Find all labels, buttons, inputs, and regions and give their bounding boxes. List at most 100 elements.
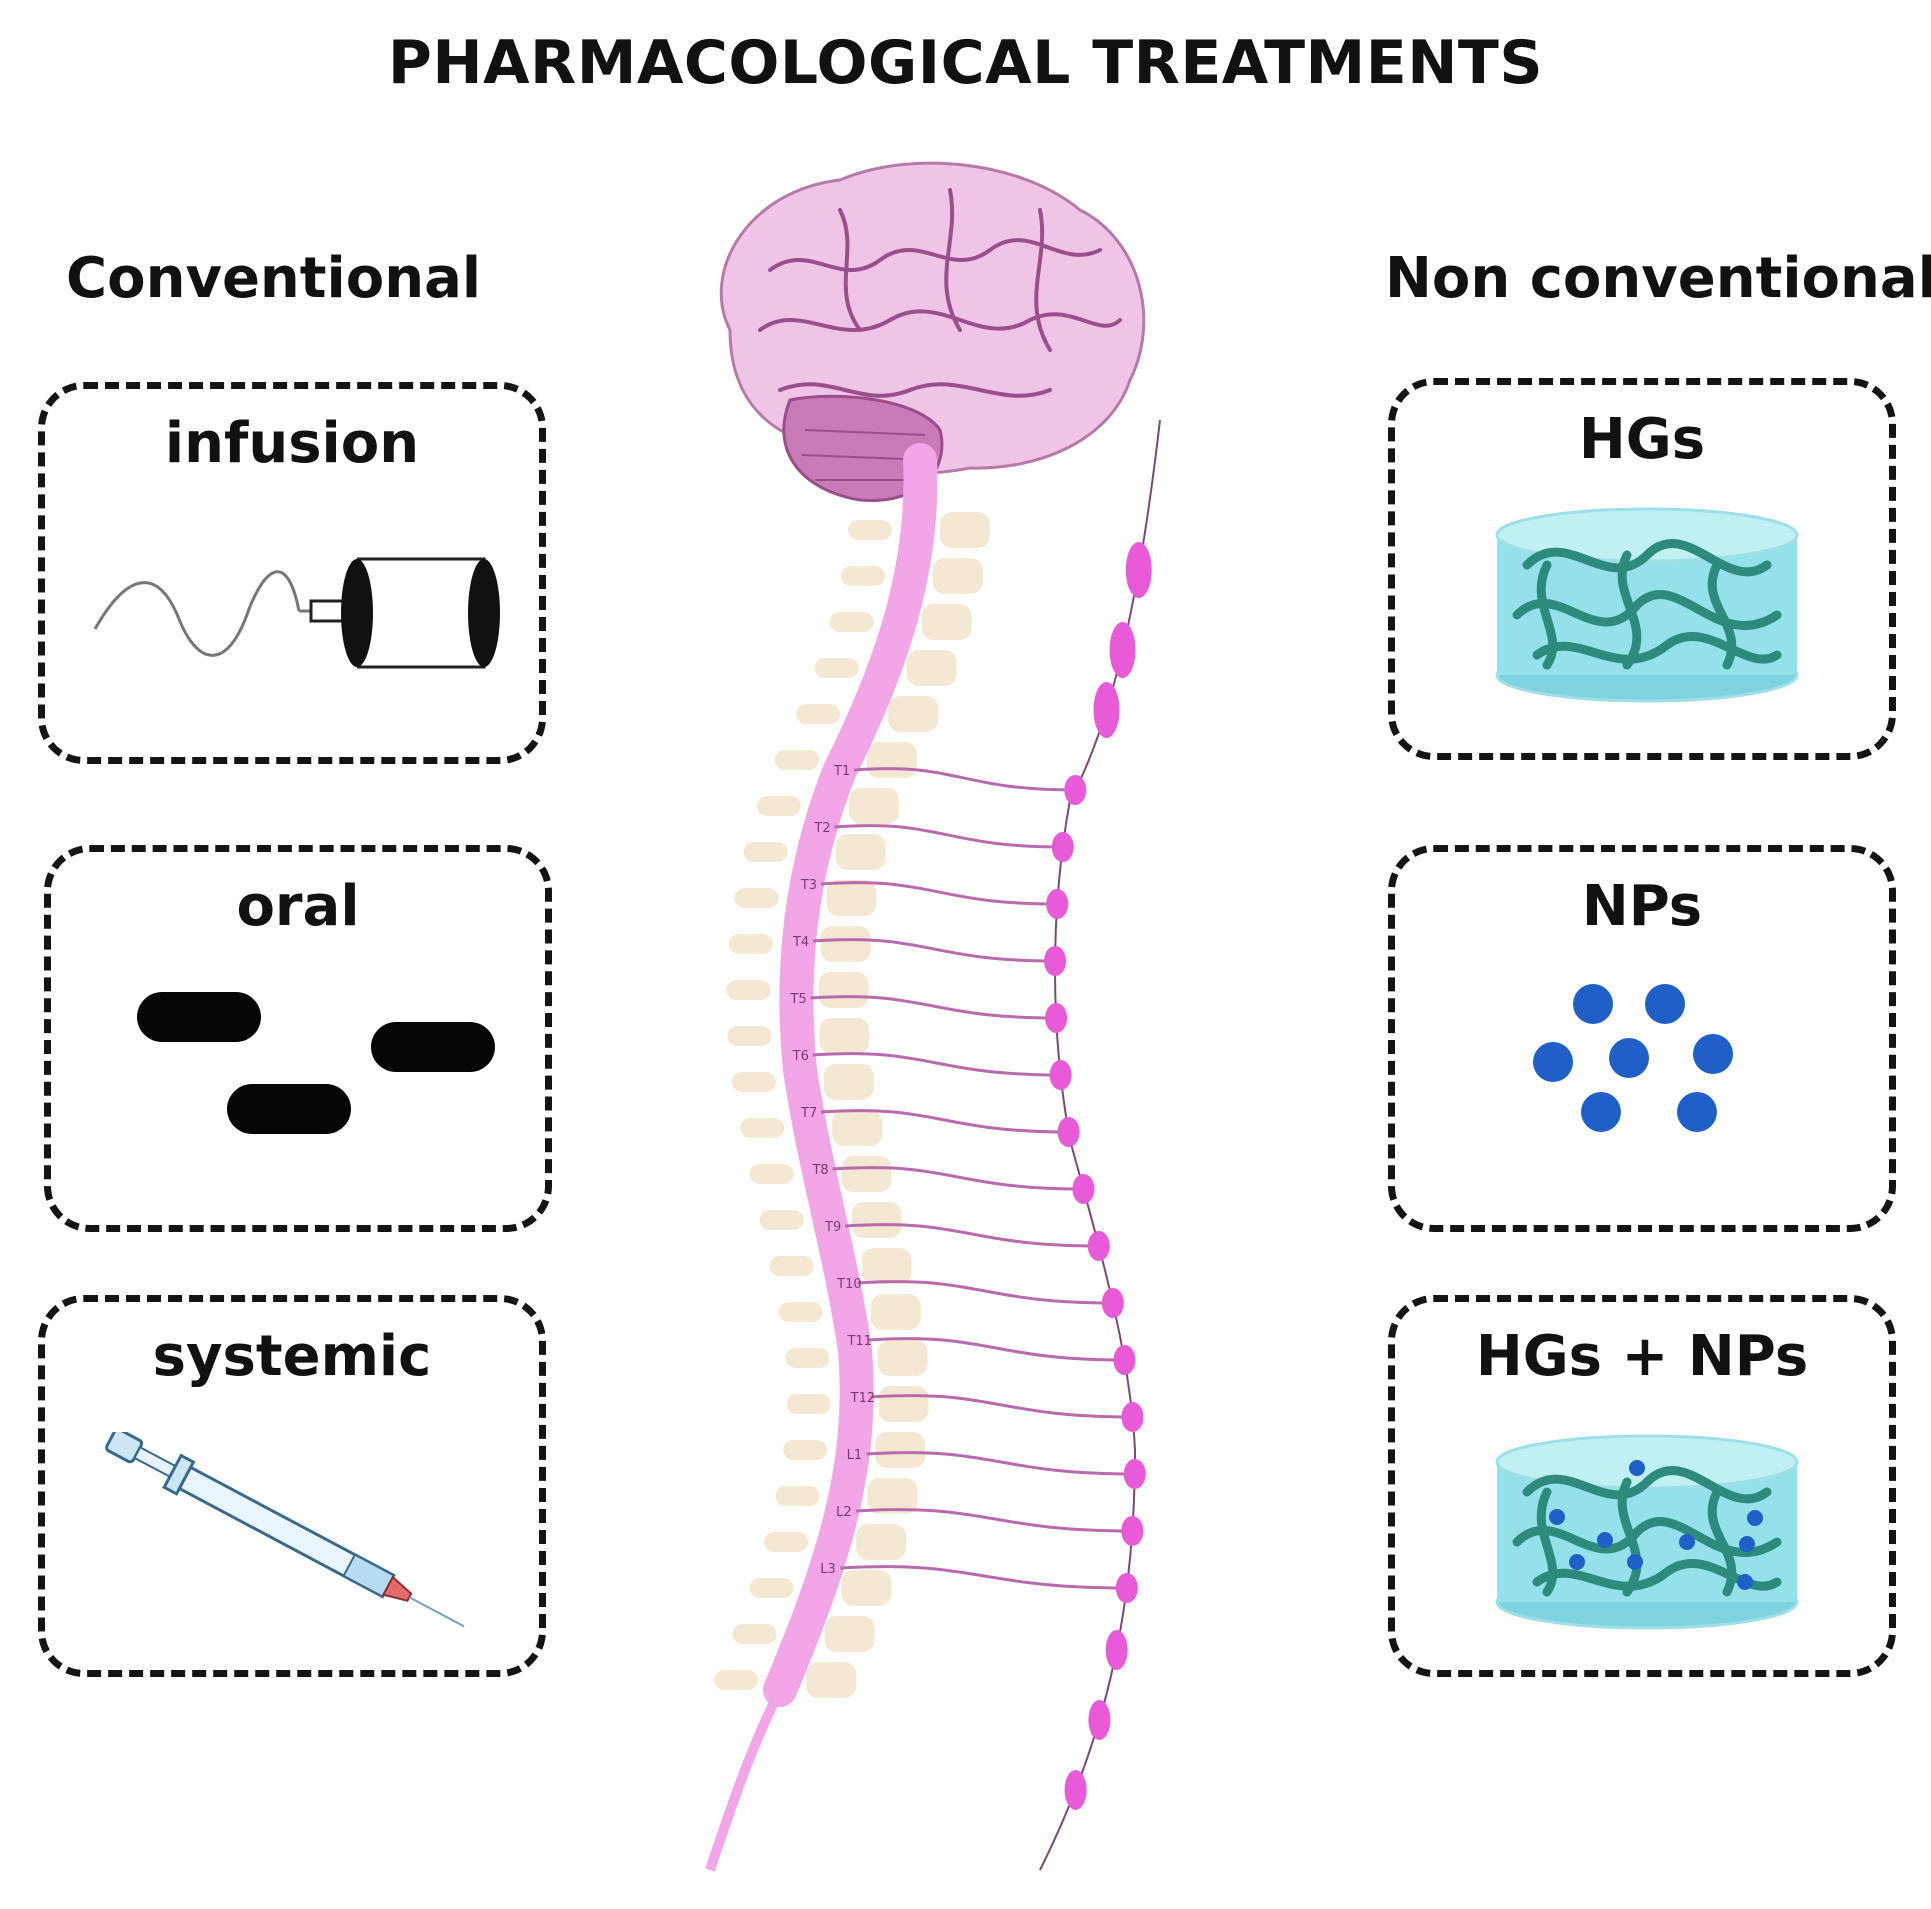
vertebral-level-label: L2 <box>836 1505 852 1520</box>
vertebral-level-label: T5 <box>789 992 806 1007</box>
sympathetic-ganglion <box>1045 1003 1068 1033</box>
brain <box>719 161 1146 502</box>
sympathetic-ganglion <box>1121 1402 1144 1432</box>
spinous-process <box>749 1164 794 1184</box>
vertebral-level-label: T7 <box>800 1106 817 1121</box>
syringe-icon <box>105 1432 465 1628</box>
conventional-heading: Conventional <box>66 246 482 311</box>
sympathetic-ganglion <box>1113 1345 1136 1375</box>
spinous-process <box>743 842 788 862</box>
sympathetic-ganglion <box>1087 1231 1110 1261</box>
spinous-process <box>732 1624 777 1644</box>
infusion-pump-icon <box>93 557 500 669</box>
spinal-nerve <box>812 938 1056 963</box>
vertebral-level-label: T8 <box>811 1163 828 1178</box>
cervical-ganglion <box>1125 542 1152 598</box>
sympathetic-ganglion <box>1101 1288 1124 1318</box>
spinous-process <box>759 1210 804 1230</box>
spinal-nerve <box>820 881 1058 906</box>
vertebral-level-label: T10 <box>836 1277 861 1292</box>
spinous-process <box>840 566 885 586</box>
vertebra <box>906 650 957 686</box>
vertebral-level-label: T12 <box>850 1391 875 1406</box>
vertebra <box>875 1432 926 1468</box>
vertebral-level-label: T6 <box>792 1049 809 1064</box>
hydrogel-nanoparticles-box: HGs + NPs <box>1388 1295 1896 1677</box>
sympathetic-ganglion <box>1046 889 1069 919</box>
vertebra <box>932 558 983 594</box>
vertebra <box>939 512 990 548</box>
spinal-nerve <box>856 1508 1133 1533</box>
sacral-ganglion <box>1105 1630 1128 1670</box>
vertebra <box>819 1018 870 1054</box>
vertebral-level-label: T4 <box>792 935 809 950</box>
non-conventional-heading: Non conventional <box>1385 246 1931 311</box>
vertebra <box>870 1294 921 1330</box>
sympathetic-ganglion <box>1123 1459 1146 1489</box>
spinal-nerve <box>866 1451 1135 1476</box>
spinous-process <box>731 1072 776 1092</box>
hydrogel-nanoparticles-label: HGs + NPs <box>1475 1324 1809 1389</box>
spinous-process <box>786 1394 831 1414</box>
cervical-ganglion <box>1109 622 1136 678</box>
vertebral-level-label: T9 <box>824 1220 841 1235</box>
vertebra <box>878 1386 929 1422</box>
spinous-process <box>714 1670 759 1690</box>
spinal-cord <box>763 443 938 1707</box>
spinous-process <box>749 1578 794 1598</box>
vertebra <box>848 788 899 824</box>
spinal-nerve <box>867 1337 1125 1362</box>
vertebra <box>820 926 871 962</box>
oral-label: oral <box>236 874 360 939</box>
vertebra <box>835 834 886 870</box>
spinal-nerve <box>870 1394 1133 1419</box>
nanoparticles-label: NPs <box>1581 874 1703 939</box>
spinous-process <box>756 796 801 816</box>
vertebra <box>877 1340 928 1376</box>
sacral-ganglion <box>1088 1700 1111 1740</box>
vertebral-level-label: T11 <box>846 1334 871 1349</box>
vertebra <box>867 1478 918 1514</box>
cauda-equina <box>705 1687 785 1872</box>
nanoparticles-box: NPs <box>1388 845 1896 1232</box>
vertebra <box>841 1156 892 1192</box>
spinal-nerve <box>832 1166 1084 1191</box>
sympathetic-chain <box>1039 419 1161 1871</box>
spinous-process <box>814 658 859 678</box>
hydrogel-label: HGs <box>1578 407 1706 472</box>
sympathetic-ganglia <box>1044 542 1152 1810</box>
spinous-process <box>796 704 841 724</box>
vertebra <box>861 1248 912 1284</box>
infusion-label: infusion <box>164 411 420 476</box>
vertebra <box>921 604 972 640</box>
vertebral-level-label: L1 <box>847 1448 863 1463</box>
systemic-label: systemic <box>152 1324 432 1389</box>
systemic-box: systemic <box>38 1295 546 1677</box>
spinous-process <box>778 1302 823 1322</box>
vertebral-level-label: T3 <box>800 878 817 893</box>
spinous-process <box>728 934 773 954</box>
spinal-nerve <box>844 1223 1099 1248</box>
spinous-process <box>847 520 892 540</box>
vertebra <box>806 1662 857 1698</box>
spinous-process <box>740 1118 785 1138</box>
vertebra <box>851 1202 902 1238</box>
vertebral-level-label: L3 <box>820 1562 836 1577</box>
spinous-process <box>829 612 874 632</box>
sympathetic-ganglion <box>1072 1174 1095 1204</box>
vertebra <box>818 972 869 1008</box>
spinal-nerves <box>810 767 1135 1590</box>
vertebra <box>823 1064 874 1100</box>
spinous-process <box>783 1440 828 1460</box>
vertebra <box>866 742 917 778</box>
hydrogel-with-nanoparticles-icon <box>1495 1434 1799 1630</box>
spinous-process <box>727 1026 772 1046</box>
figure-title: PHARMACOLOGICAL TREATMENTS <box>387 28 1544 98</box>
spinous-process <box>774 750 819 770</box>
vertebra <box>856 1524 907 1560</box>
sympathetic-ganglion <box>1044 946 1067 976</box>
spinal-nerve <box>810 995 1057 1020</box>
vertebra <box>824 1616 875 1652</box>
spinous-process <box>734 888 779 908</box>
